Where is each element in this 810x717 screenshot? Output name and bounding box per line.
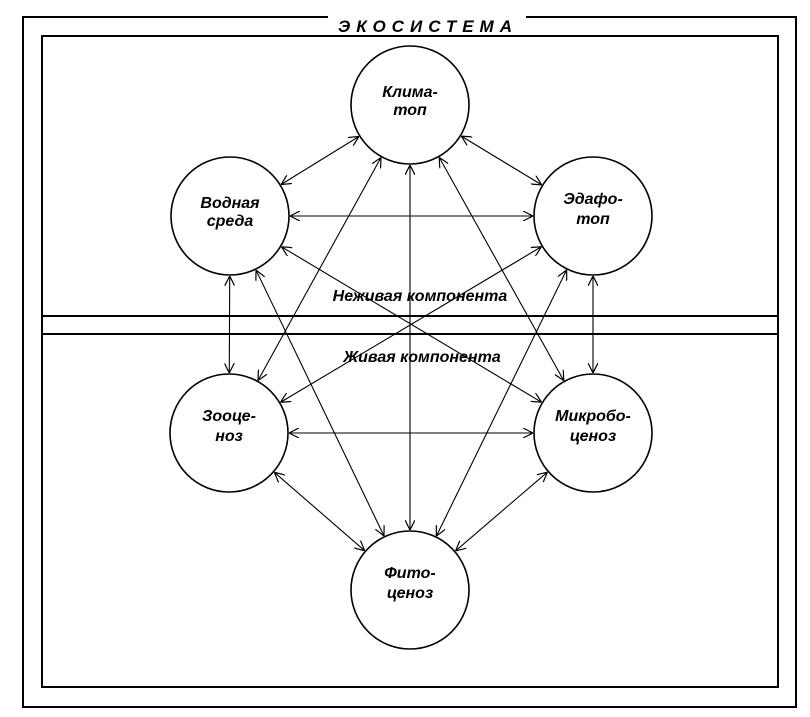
node-fitotsenoz: Фито- ценоз xyxy=(350,530,470,650)
node-edafotop-line-2: топ xyxy=(576,211,610,228)
node-edafotop: Эдафо- топ xyxy=(533,156,653,276)
node-vodnaya-sreda-line-1: Водная xyxy=(200,195,260,212)
node-mikrobotsenoz: Микробо- ценоз xyxy=(533,373,653,493)
node-zootsenoz: Зооце- ноз xyxy=(169,373,289,493)
node-klimatop-line-2: топ xyxy=(393,102,427,119)
node-mikrobotsenoz-line-2: ценоз xyxy=(570,428,616,445)
nonliving-component-label: Неживая компонента xyxy=(333,288,508,305)
node-zootsenoz-line-1: Зооце- xyxy=(202,408,256,425)
node-vodnaya-sreda: Водная среда xyxy=(170,156,290,276)
node-fitotsenoz-line-2: ценоз xyxy=(387,585,433,602)
title-background xyxy=(328,10,526,26)
edges-layer xyxy=(229,136,593,551)
arrow-zootsenoz-fitotsenoz xyxy=(274,472,364,550)
ecosystem-title: ЭКОСИСТЕМА xyxy=(338,17,518,36)
node-edafotop-line-1: Эдафо- xyxy=(563,191,623,208)
arrow-klimatop-edafotop xyxy=(461,136,541,185)
inner-frame xyxy=(41,35,779,688)
node-mikrobotsenoz-line-1: Микробо- xyxy=(555,408,631,425)
living-component-label: Живая компонента xyxy=(342,349,501,366)
arrow-klimatop-vodnaya_sreda xyxy=(281,136,359,184)
node-vodnaya-sreda-line-2: среда xyxy=(207,213,254,230)
node-klimatop-line-1: Клима- xyxy=(382,84,438,101)
arrow-mikrobotsenoz-fitotsenoz xyxy=(456,472,548,551)
node-klimatop: Клима- топ xyxy=(350,45,470,165)
node-fitotsenoz-line-1: Фито- xyxy=(384,565,435,582)
node-zootsenoz-line-2: ноз xyxy=(215,428,243,445)
